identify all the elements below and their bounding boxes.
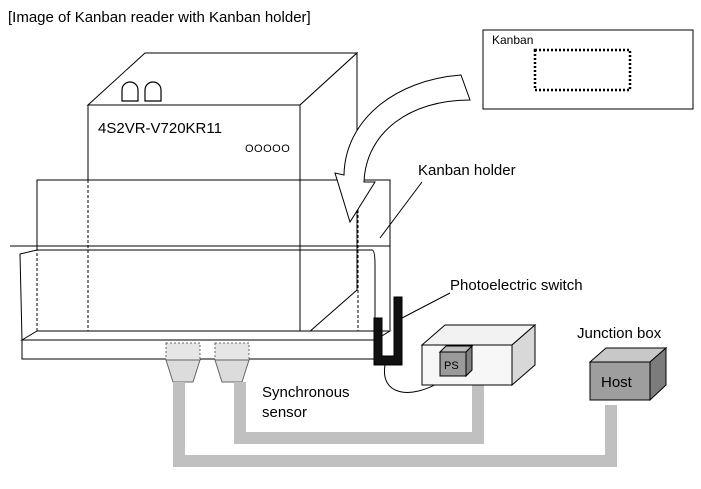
card-read-area bbox=[533, 48, 632, 92]
host-label: Host bbox=[601, 374, 633, 391]
kanban-card: Kanban bbox=[482, 29, 694, 110]
cables bbox=[173, 382, 617, 467]
lamp-icon bbox=[144, 81, 162, 102]
photoelectric-switch-label: Photoelectric switch bbox=[450, 277, 583, 294]
diagram-title: [Image of Kanban reader with Kanban hold… bbox=[8, 9, 311, 26]
kanban-holder-label: Kanban holder bbox=[418, 162, 516, 179]
junction-box-ps: PS bbox=[420, 323, 537, 387]
sync-sensor-label-line2: sensor bbox=[262, 404, 307, 421]
junction-box-label: Junction box bbox=[577, 325, 662, 342]
ps-module bbox=[439, 351, 467, 377]
reader-indicators: OOOOO bbox=[245, 143, 290, 155]
synchronous-sensor-connectors bbox=[165, 342, 250, 383]
kanban-reader: 4S2VR-V720KR11 OOOOO bbox=[86, 51, 359, 342]
lamp-icon bbox=[121, 81, 139, 102]
reader-model-label: 4S2VR-V720KR11 bbox=[98, 120, 222, 137]
insertion-arrow bbox=[334, 74, 471, 224]
sync-sensor-label-line1: Synchronous bbox=[262, 384, 350, 401]
host-box: Host bbox=[588, 346, 668, 402]
switch-wire bbox=[384, 364, 441, 393]
ps-label: PS bbox=[444, 360, 459, 372]
kanban-card-label: Kanban bbox=[492, 33, 533, 47]
photoelectric-switch bbox=[373, 296, 403, 366]
